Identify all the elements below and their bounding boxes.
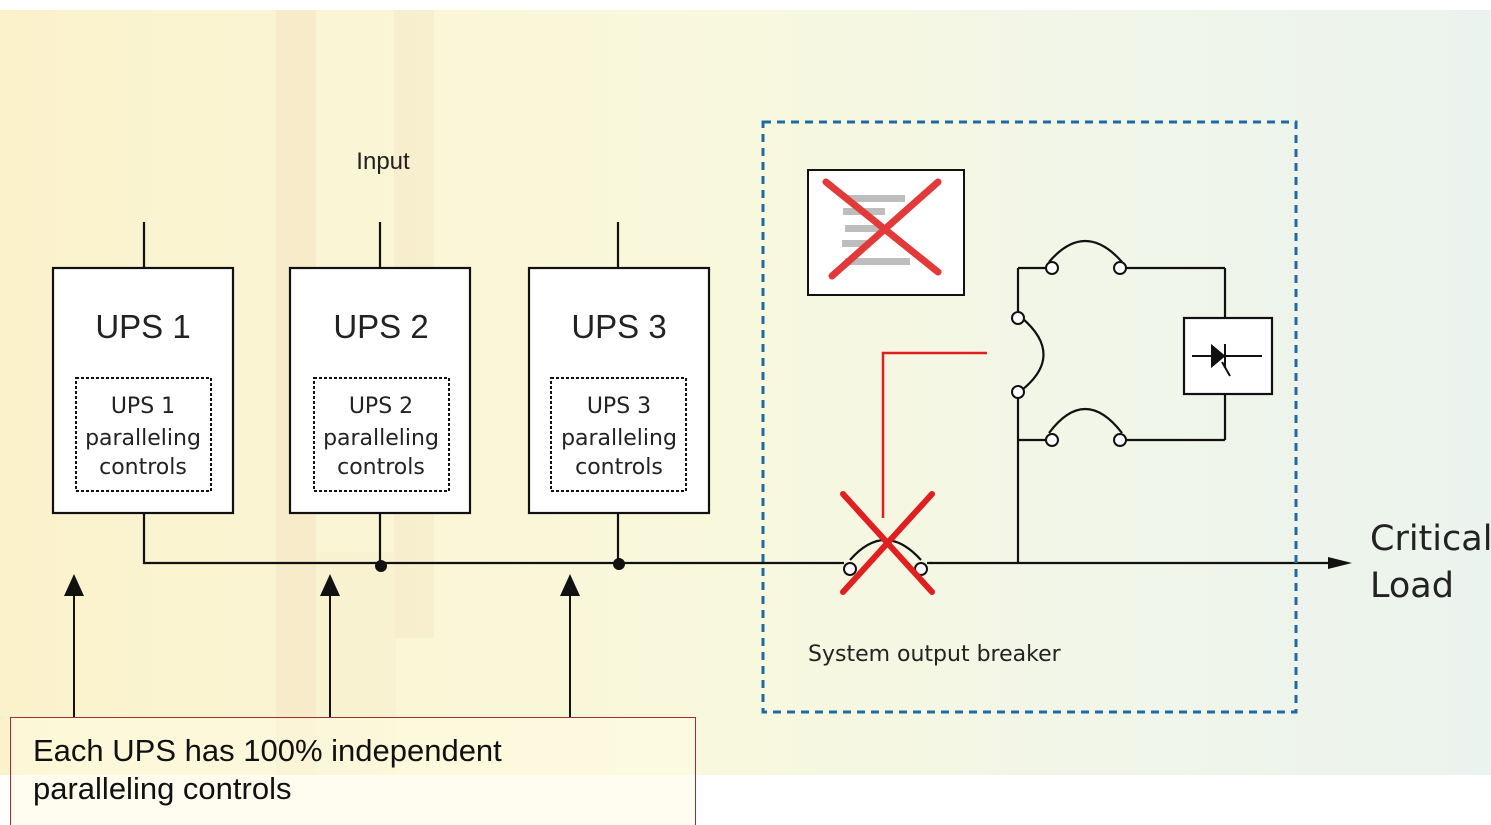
bus-junction-dot bbox=[613, 558, 625, 570]
breaker-label: System output breaker bbox=[808, 642, 1062, 667]
paralleling-controls-box bbox=[313, 377, 450, 492]
static-switch-box bbox=[1182, 316, 1274, 396]
paralleling-controls-box bbox=[550, 377, 687, 492]
callout-line: paralleling controls bbox=[33, 771, 292, 806]
controls-line: controls bbox=[99, 455, 187, 480]
ups-title: UPS 1 bbox=[95, 308, 190, 345]
bypass-contacts bbox=[1011, 261, 1127, 447]
callout-line: Each UPS has 100% independent bbox=[33, 733, 502, 768]
controls-line: controls bbox=[575, 455, 663, 480]
breaker-control-link bbox=[881, 351, 987, 518]
ups-module-2: UPS 2 UPS 2 paralleling controls bbox=[288, 266, 472, 515]
crossed-out-controls-icon bbox=[807, 169, 965, 296]
input-label: Input bbox=[356, 148, 410, 175]
controls-line: paralleling bbox=[85, 426, 201, 451]
critical-load-label: Critical bbox=[1370, 519, 1491, 559]
controls-line: UPS 2 bbox=[349, 394, 413, 419]
paralleling-controls-box bbox=[75, 377, 212, 492]
arrowhead-up-icon bbox=[64, 574, 84, 596]
arrowhead-right-icon bbox=[1328, 557, 1352, 569]
diode-icon bbox=[1192, 343, 1262, 377]
callout-arrows bbox=[73, 594, 571, 717]
bus-junction-dot bbox=[375, 560, 387, 572]
output-bus bbox=[142, 513, 1340, 565]
system-output-frame bbox=[761, 120, 1298, 714]
bypass-network bbox=[1016, 239, 1227, 563]
ups-module-3: UPS 3 UPS 3 paralleling controls bbox=[527, 266, 711, 515]
input-feeders bbox=[142, 222, 620, 268]
ups-title: UPS 2 bbox=[333, 308, 428, 345]
arrowhead-up-icon bbox=[560, 574, 580, 596]
controls-line: paralleling bbox=[323, 426, 439, 451]
controls-line: paralleling bbox=[561, 426, 677, 451]
controls-line: controls bbox=[337, 455, 425, 480]
ups-title: UPS 3 bbox=[571, 308, 666, 345]
critical-load-label: Load bbox=[1370, 566, 1454, 606]
independent-controls-callout: Each UPS has 100% independent parallelin… bbox=[10, 717, 696, 825]
ups-module-1: UPS 1 UPS 1 paralleling controls bbox=[51, 266, 235, 515]
arrowhead-up-icon bbox=[320, 574, 340, 596]
breaker-cross-icon bbox=[840, 491, 935, 595]
controls-line: UPS 1 bbox=[111, 394, 175, 419]
controls-line: UPS 3 bbox=[587, 394, 651, 419]
